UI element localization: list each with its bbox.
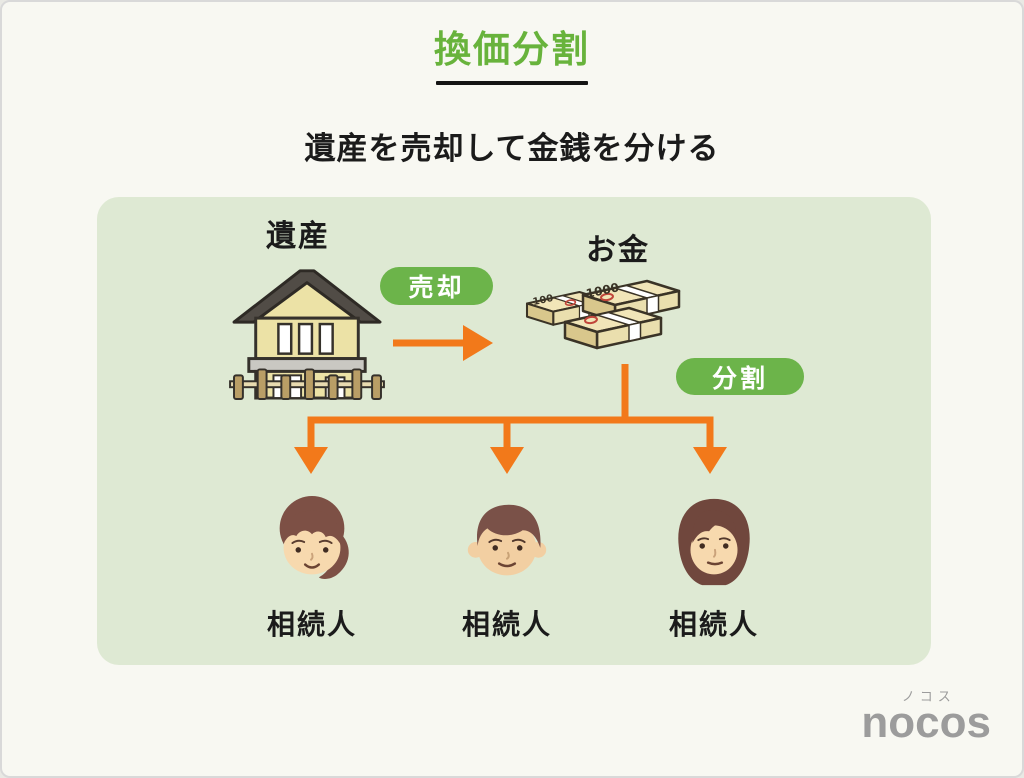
money-label: お金 xyxy=(586,234,650,267)
header: 換価分割 xyxy=(2,28,1022,86)
heir-avatar-man-short-hair xyxy=(467,504,547,576)
arrow-right-icon xyxy=(393,325,493,361)
logo-kana: ノコス xyxy=(901,689,956,704)
svg-text:1000: 1000 xyxy=(585,280,621,301)
money-stacks-icon: 100 1000 xyxy=(525,279,681,350)
heir-label: 相続人 xyxy=(266,609,357,640)
nocos-logo: ノコス nocos xyxy=(861,686,991,745)
logo-text: nocos xyxy=(861,698,991,747)
house-icon xyxy=(229,269,385,401)
svg-text:100: 100 xyxy=(532,293,555,308)
sell-badge: 売却 xyxy=(380,267,493,305)
title-underline xyxy=(436,81,588,86)
page-subtitle: 遺産を売却して金銭を分ける xyxy=(304,131,720,166)
heir-avatar-woman-bob xyxy=(678,498,750,586)
heir-label: 相続人 xyxy=(668,609,759,640)
heir-label: 相続人 xyxy=(461,609,552,640)
divide-badge: 分割 xyxy=(676,358,804,395)
estate-label: 遺産 xyxy=(266,220,330,253)
heir-avatar-woman-side-curl xyxy=(279,495,349,579)
diagram-panel: 遺産 お金 xyxy=(97,197,931,665)
page-title: 換価分割 xyxy=(434,29,590,70)
